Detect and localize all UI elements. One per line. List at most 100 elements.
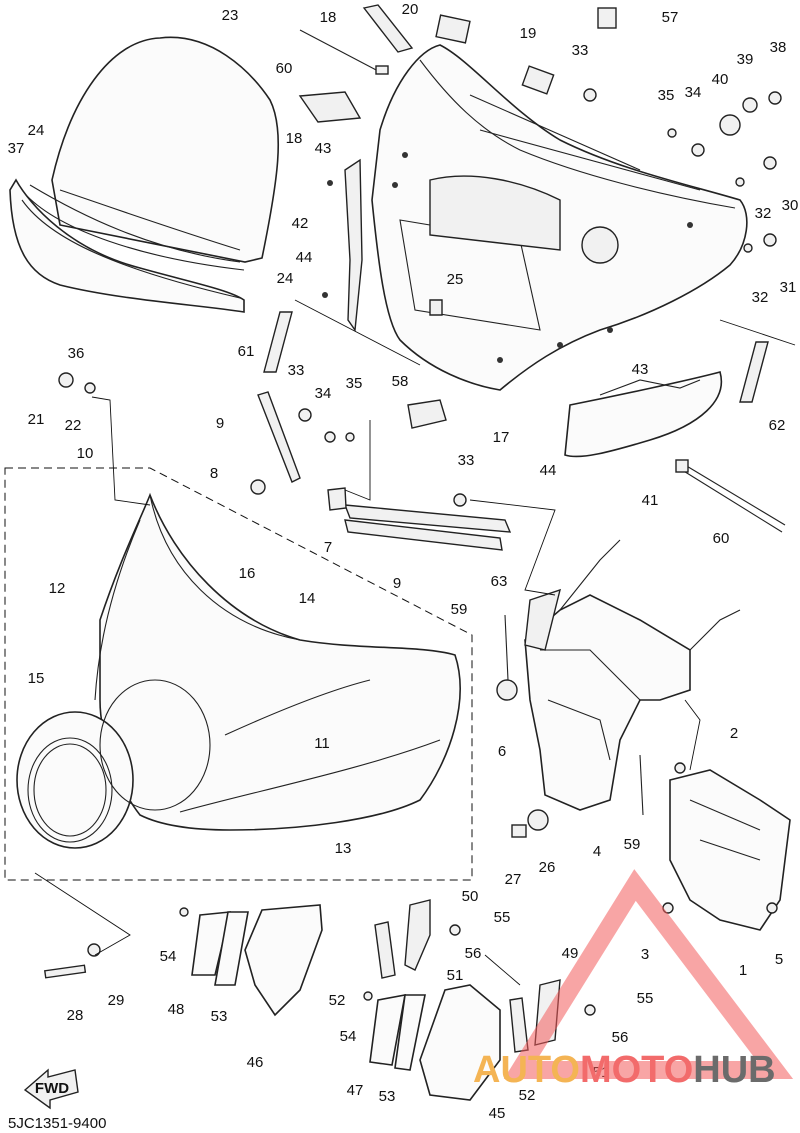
- callout-9: 9: [216, 415, 224, 432]
- callout-38: 38: [770, 39, 787, 56]
- callout-12: 12: [49, 580, 66, 597]
- callout-46: 46: [247, 1054, 264, 1071]
- callout-52: 52: [329, 992, 346, 1009]
- fairing-frame: [524, 539, 741, 811]
- callout-32: 32: [755, 205, 772, 222]
- callout-11: 11: [314, 735, 330, 752]
- callout-33: 33: [572, 42, 589, 59]
- callout-30: 30: [782, 197, 799, 214]
- callout-28: 28: [67, 1007, 84, 1024]
- stay-rods: [263, 311, 769, 403]
- callout-labels: 23 18 20 19 33 57 38 39 40 34 35 60 18 4…: [8, 1, 799, 1122]
- callout-50: 50: [462, 888, 479, 905]
- inner-panels: [179, 899, 596, 1101]
- callout-37: 37: [8, 140, 25, 157]
- watermark-moto: MOTO: [580, 1049, 693, 1091]
- headlight-bezel: [16, 679, 211, 849]
- callout-14: 14: [299, 590, 316, 607]
- callout-6: 6: [498, 743, 506, 760]
- callout-54: 54: [160, 948, 177, 965]
- callout-56-b: 56: [612, 1029, 629, 1046]
- callout-53: 53: [211, 1008, 228, 1025]
- callout-49: 49: [562, 945, 579, 962]
- frame-fasteners: [496, 614, 778, 914]
- front-fairing: [94, 492, 461, 831]
- fwd-label: FWD: [35, 1080, 69, 1097]
- callout-7: 7: [324, 539, 332, 556]
- callout-1: 1: [739, 962, 747, 979]
- callout-61: 61: [238, 343, 255, 360]
- callout-25: 25: [447, 271, 464, 288]
- callout-47: 47: [347, 1082, 364, 1099]
- callout-56: 56: [465, 945, 482, 962]
- callout-43: 43: [315, 140, 332, 157]
- fairing-stay-assembly: [371, 44, 748, 391]
- callout-53-b: 53: [379, 1088, 396, 1105]
- callout-63: 63: [491, 573, 508, 590]
- callout-22: 22: [65, 417, 82, 434]
- windscreen-trim: [9, 178, 245, 313]
- callout-15: 15: [28, 670, 45, 687]
- automotohub-watermark: AUTOMOTOHUB: [473, 869, 794, 1091]
- callout-40: 40: [712, 71, 729, 88]
- callout-20: 20: [402, 1, 419, 18]
- callout-35-b: 35: [346, 375, 363, 392]
- fairing-assembly-box: [4, 467, 473, 881]
- callout-23: 23: [222, 7, 239, 24]
- callout-3: 3: [641, 946, 649, 963]
- callout-21: 21: [28, 411, 45, 428]
- trim-strips: [298, 4, 414, 123]
- callout-42: 42: [292, 215, 309, 232]
- callout-33-b: 33: [288, 362, 305, 379]
- callout-48: 48: [168, 1001, 185, 1018]
- cable-tie: [675, 459, 786, 533]
- callout-13: 13: [335, 840, 352, 857]
- fasteners: [58, 7, 782, 507]
- callout-51: 51: [447, 967, 464, 984]
- callout-34-b: 34: [315, 385, 332, 402]
- svg-text:AUTOMOTOHUB: AUTOMOTOHUB: [473, 1049, 776, 1091]
- callout-18-b: 18: [286, 130, 303, 147]
- headlight-bolt: [34, 872, 131, 979]
- damper-strips: [257, 391, 512, 551]
- callout-44-b: 44: [540, 462, 557, 479]
- callout-41: 41: [642, 492, 659, 509]
- callout-31: 31: [780, 279, 797, 296]
- callout-10: 10: [77, 445, 94, 462]
- callout-26: 26: [539, 859, 556, 876]
- callout-24: 24: [28, 122, 45, 139]
- callout-58: 58: [392, 373, 409, 390]
- callout-2: 2: [730, 725, 738, 742]
- callout-36: 36: [68, 345, 85, 362]
- callout-39: 39: [737, 51, 754, 68]
- callout-57: 57: [662, 9, 679, 26]
- callout-54-b: 54: [340, 1028, 357, 1045]
- callout-8: 8: [210, 465, 218, 482]
- callout-33-c: 33: [458, 452, 475, 469]
- callout-59-b: 59: [624, 836, 641, 853]
- windscreen: [51, 36, 280, 263]
- callout-5: 5: [775, 951, 783, 968]
- side-bracket-left: [322, 158, 363, 332]
- relation-lines: [91, 299, 796, 986]
- callout-45: 45: [489, 1105, 506, 1122]
- callout-62: 62: [769, 417, 786, 434]
- callout-16: 16: [239, 565, 256, 582]
- callout-19: 19: [520, 25, 537, 42]
- callout-44: 44: [296, 249, 313, 266]
- callout-43-b: 43: [632, 361, 649, 378]
- callout-18: 18: [320, 9, 337, 26]
- callout-60-b: 60: [713, 530, 730, 547]
- drawing-code: 5JC1351-9400: [8, 1115, 106, 1132]
- lower-side-cover: [564, 371, 723, 458]
- lower-stay: [669, 769, 791, 931]
- callout-24-b: 24: [277, 270, 294, 287]
- callout-55: 55: [494, 909, 511, 926]
- callout-29: 29: [108, 992, 125, 1009]
- callout-52-b: 52: [519, 1087, 536, 1104]
- forward-arrow: FWD: [23, 1068, 79, 1110]
- callout-4: 4: [593, 843, 601, 860]
- callout-17: 17: [493, 429, 510, 446]
- callout-55-b: 55: [637, 990, 654, 1007]
